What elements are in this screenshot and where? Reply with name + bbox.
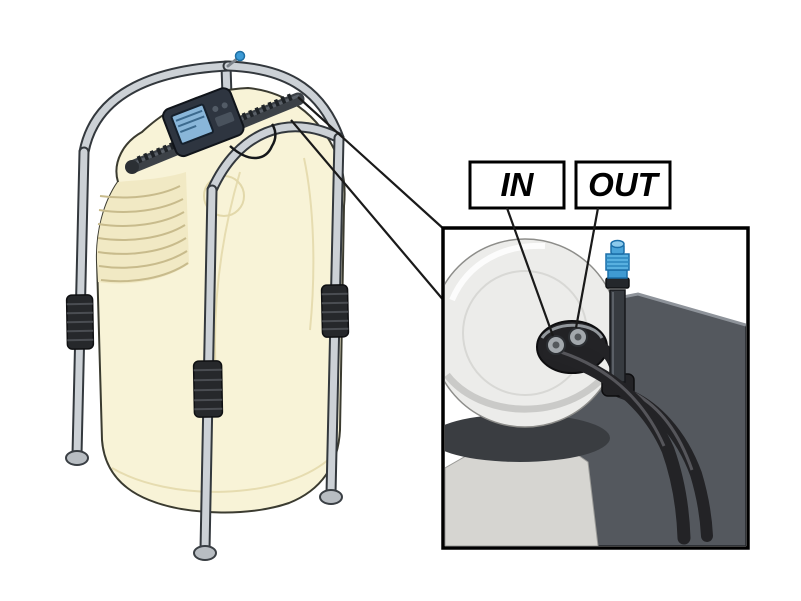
leg-grip-left (65, 294, 95, 350)
bag-pleat-zone (96, 172, 189, 284)
leg-grip-front-ridges (193, 368, 223, 411)
leg-grip-left-ridges (66, 302, 94, 342)
frame-arch-right (224, 62, 343, 142)
control-unit-keypad (215, 111, 235, 127)
bag-creases (111, 157, 329, 493)
frame-arch-front (208, 123, 343, 194)
control-unit-button-2 (221, 102, 228, 109)
bag-pleats (97, 185, 189, 283)
frame-arch-left (80, 62, 232, 156)
detail-lid-shading (445, 369, 611, 413)
zoom-line-upper (297, 96, 447, 232)
detail-lid-highlight (449, 242, 546, 302)
control-cable (229, 123, 277, 160)
leg-grip-right (320, 284, 350, 338)
in-label-box: IN (468, 160, 566, 210)
detail-border (441, 226, 750, 550)
in-label: IN (501, 166, 535, 203)
leg-foot-front (193, 545, 217, 561)
out-label-frame (574, 160, 672, 210)
valve-tip (610, 239, 625, 249)
clamp-bar-end-cap (125, 160, 139, 174)
in-hose-highlight (550, 347, 666, 447)
control-unit-button-1 (212, 105, 219, 112)
zoom-line-lower (290, 119, 446, 303)
in-hose (542, 346, 691, 545)
in-label-frame (468, 160, 566, 210)
tank-bag (95, 86, 346, 514)
leg-grip-front (192, 360, 224, 418)
leg-foot-right (319, 489, 343, 505)
control-unit-screen-lines (175, 109, 205, 133)
out-port-center (574, 333, 582, 341)
out-label-box: OUT (574, 160, 672, 210)
valve-flange (607, 269, 628, 279)
control-unit (162, 87, 245, 158)
air-valve (605, 239, 630, 279)
leg-grip-right-ridges (321, 292, 349, 331)
valve-ridges (606, 257, 629, 267)
in-pointer-line (505, 207, 555, 337)
detail-content (445, 238, 746, 546)
out-pointer-line (574, 207, 600, 329)
riser-collar (605, 277, 630, 289)
out-label: OUT (588, 166, 661, 203)
main-illustration (65, 50, 350, 561)
detail-shadow (445, 414, 610, 462)
lid-opening-rim (540, 323, 604, 339)
detail-box (441, 226, 750, 550)
leg-foot-left (65, 450, 89, 466)
in-port-center (552, 341, 560, 349)
antenna-tip (234, 50, 246, 62)
control-unit-screen (170, 103, 214, 145)
